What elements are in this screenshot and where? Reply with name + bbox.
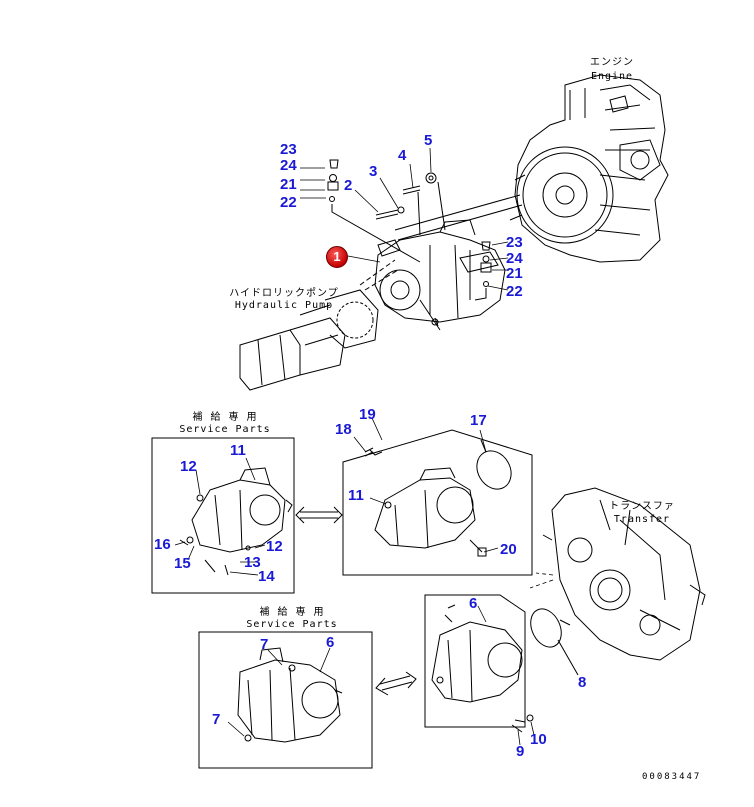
callout-6[interactable]: 6: [469, 595, 478, 612]
transfer-drawing: [542, 487, 706, 661]
callout-11-mid[interactable]: 11: [348, 487, 364, 504]
callout-23-right[interactable]: 23: [506, 234, 523, 251]
callout-24-right[interactable]: 24: [506, 250, 523, 267]
callout-24[interactable]: 24: [280, 157, 297, 174]
callout-11[interactable]: 11: [230, 442, 246, 459]
callout-20[interactable]: 20: [500, 541, 517, 558]
callout-4[interactable]: 4: [398, 147, 407, 164]
service-caption-jp-1: 補 給 専 用: [192, 412, 258, 423]
o-ring-8: [530, 608, 579, 676]
callout-23[interactable]: 23: [280, 141, 297, 158]
engine-caption-jp: エンジン: [590, 57, 634, 68]
pump-fasteners-left: [327, 159, 446, 263]
service-parts-box-2: [198, 631, 373, 769]
callout-9[interactable]: 9: [516, 743, 525, 760]
callout-12[interactable]: 12: [180, 458, 197, 475]
double-arrow-1: [295, 506, 343, 524]
callout-13[interactable]: 13: [244, 554, 261, 571]
service-parts-box-1: [151, 437, 295, 594]
callout-18[interactable]: 18: [335, 421, 352, 438]
callout-3[interactable]: 3: [369, 163, 378, 180]
drawing-code: 00083447: [642, 772, 702, 782]
callout-22-right[interactable]: 22: [506, 283, 523, 300]
callout-5[interactable]: 5: [424, 132, 433, 149]
pump-caption-en: Hydraulic Pump: [234, 300, 334, 311]
highlighted-part-badge[interactable]: 1: [326, 246, 348, 268]
callout-8[interactable]: 8: [578, 674, 587, 691]
callout-10[interactable]: 10: [530, 731, 547, 748]
hydraulic-pump-drawing: [374, 219, 506, 331]
callout-21[interactable]: 21: [280, 176, 297, 193]
callout-16[interactable]: 16: [154, 536, 171, 553]
callout-21-right[interactable]: 21: [506, 265, 523, 282]
pump-caption-jp: ハイドロリックポンプ: [229, 288, 339, 299]
callout-14[interactable]: 14: [258, 568, 275, 585]
callout-22[interactable]: 22: [280, 194, 297, 211]
double-arrow-2: [375, 671, 417, 696]
service-caption-en-2: Service Parts: [246, 619, 338, 630]
callout-17[interactable]: 17: [470, 412, 487, 429]
callout-7-lower[interactable]: 7: [212, 711, 221, 728]
transfer-caption-en: Transfer: [613, 514, 671, 525]
callout-12-lower[interactable]: 12: [266, 538, 283, 555]
callout-7[interactable]: 7: [260, 636, 269, 653]
pump-fasteners-right: [474, 241, 492, 301]
callout-2[interactable]: 2: [344, 177, 353, 194]
callout-6-box[interactable]: 6: [326, 634, 335, 651]
pump-block-lower: [424, 594, 534, 733]
callout-15[interactable]: 15: [174, 555, 191, 572]
service-caption-en-1: Service Parts: [179, 424, 271, 435]
drive-shaft: [394, 194, 523, 241]
pump-reference-drawing: [239, 259, 399, 391]
callout-19[interactable]: 19: [359, 406, 376, 423]
transfer-caption-jp: トランスファ: [609, 501, 675, 512]
engine-drawing: [509, 74, 669, 263]
service-caption-jp-2: 補 給 専 用: [259, 607, 325, 618]
engine-caption-en: Engine: [590, 71, 634, 82]
pump-assembly-box: [342, 429, 533, 576]
leader-lines: [174, 147, 554, 746]
